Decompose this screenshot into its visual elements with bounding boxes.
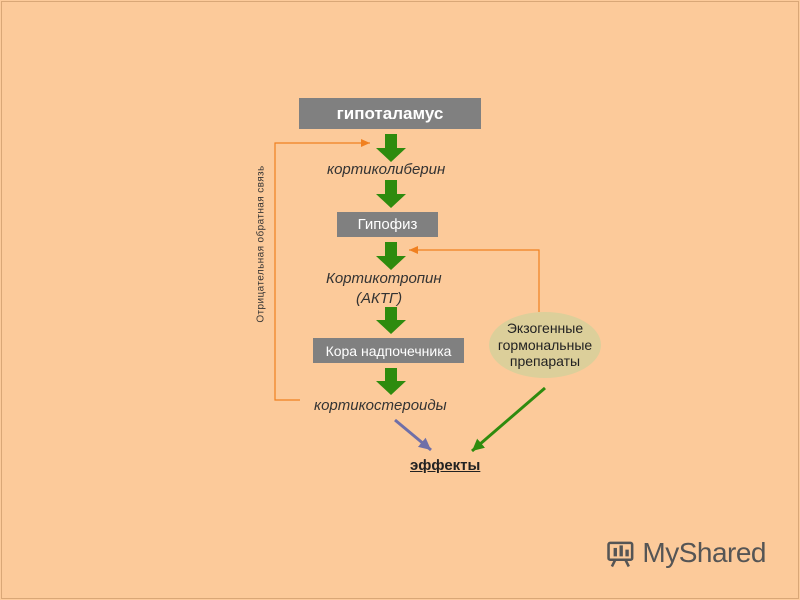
corticosteroids-label: кортикостероиды	[314, 397, 447, 414]
pituitary-box: Гипофиз	[337, 212, 438, 237]
exogenous-to-effects-arrow	[471, 386, 546, 453]
negative-feedback-label: Отрицательная обратная связь	[255, 165, 267, 323]
exogenous-feedback-line	[409, 246, 540, 312]
myshared-watermark: MyShared	[606, 533, 766, 573]
myshared-watermark-text: MyShared	[642, 537, 766, 568]
effects-label: эффекты	[410, 457, 481, 474]
down-arrow-acth	[376, 307, 406, 334]
exogenous-line-3: препараты	[509, 353, 581, 370]
down-arrow-pituitary	[376, 242, 406, 270]
corticoliberin-label: кортиколиберин	[327, 161, 446, 178]
adrenal-cortex-box: Кора надпочечника	[313, 338, 464, 363]
corticosteroids-to-effects-arrow	[394, 418, 432, 452]
exogenous-line-2: гормональные	[497, 336, 593, 353]
myshared-logo-icon	[607, 541, 634, 568]
acth-label: (АКТГ)	[356, 290, 403, 307]
hypothalamus-box: гипоталамус	[299, 98, 481, 129]
down-arrow-corticoliberin	[376, 180, 406, 208]
down-arrow-hypothalamus	[376, 134, 406, 162]
negative-feedback-line	[274, 139, 370, 401]
down-arrow-adrenal-cortex	[376, 368, 406, 395]
corticotropin-label: Кортикотропин	[326, 270, 442, 287]
exogenous-drugs-ellipse: Экзогенные гормональные препараты	[489, 312, 601, 378]
exogenous-line-1: Экзогенные	[506, 319, 584, 336]
